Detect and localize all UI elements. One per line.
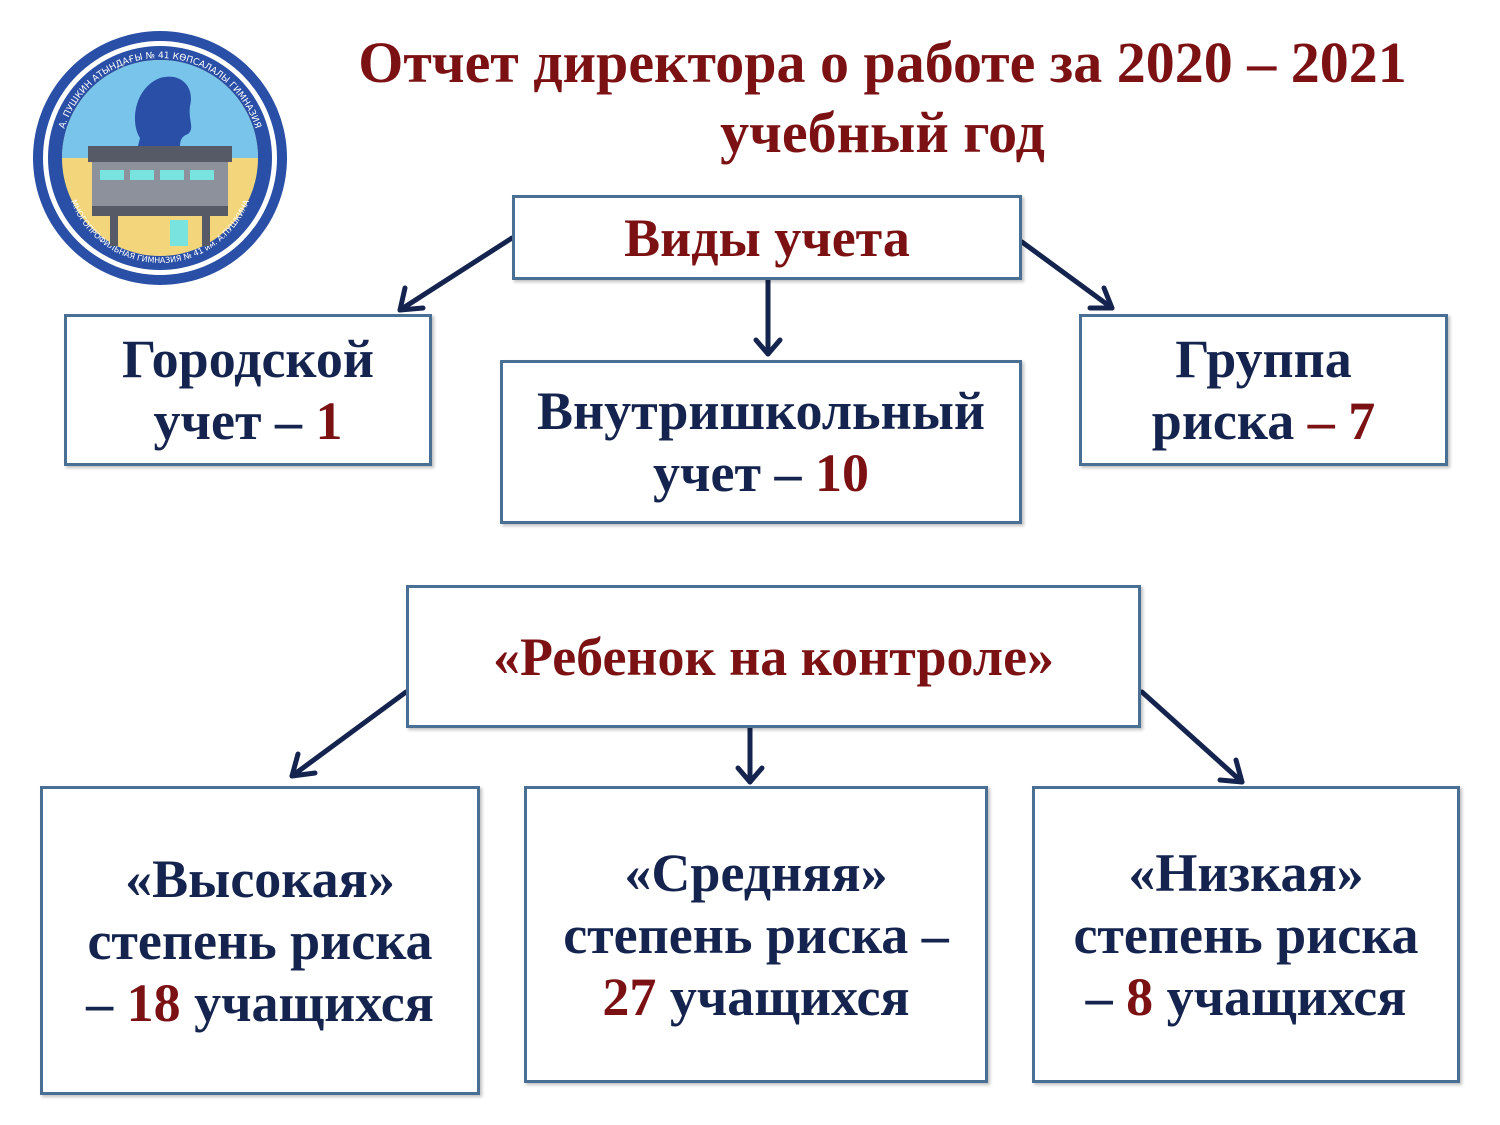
arrow-to-high bbox=[289, 689, 409, 779]
medium-post: учащихся bbox=[656, 966, 910, 1027]
low-line2: степень риска bbox=[1073, 904, 1419, 965]
low-line1: «Низкая» bbox=[1128, 842, 1364, 903]
school-account-box: Внутришкольный учет – 10 bbox=[500, 360, 1022, 524]
city-line1: Городской bbox=[122, 329, 374, 389]
high-line2: степень риска bbox=[87, 910, 433, 971]
low-count: 8 bbox=[1126, 966, 1154, 1027]
medium-count: 27 bbox=[602, 966, 657, 1027]
school-line1: Внутришкольный bbox=[537, 381, 985, 441]
high-post: учащихся bbox=[180, 972, 434, 1033]
medium-risk-box: «Средняя» степень риска – 27 учащихся bbox=[524, 786, 988, 1083]
low-risk-box: «Низкая» степень риска – 8 учащихся bbox=[1032, 786, 1460, 1083]
city-count: 1 bbox=[315, 391, 343, 451]
city-account-box: Городской учет – 1 bbox=[64, 314, 432, 466]
arrow-to-low bbox=[1139, 689, 1245, 785]
types-root-label: Виды учета bbox=[624, 207, 910, 268]
school-line2: учет – bbox=[653, 443, 815, 503]
medium-line2: степень риска – bbox=[563, 904, 949, 965]
low-pre: – bbox=[1085, 966, 1127, 1027]
risk-line2: риска bbox=[1151, 391, 1308, 451]
risk-line1: Группа bbox=[1175, 329, 1352, 389]
low-post: учащихся bbox=[1153, 966, 1407, 1027]
city-line2: учет – bbox=[153, 391, 316, 451]
school-count: 10 bbox=[814, 443, 869, 503]
gymnasium-emblem-logo: А. ПУШКИН АТЫНДАҒЫ № 41 КӨПСАЛАЛЫ ГИМНАЗ… bbox=[33, 31, 287, 285]
high-line1: «Высокая» bbox=[125, 848, 395, 909]
control-root-label: «Ребенок на контроле» bbox=[492, 626, 1055, 687]
risk-group-box: Группа риска – 7 bbox=[1079, 314, 1448, 466]
arrow-to-city bbox=[397, 235, 515, 313]
high-pre: – bbox=[86, 972, 127, 1033]
control-root-box: «Ребенок на контроле» bbox=[406, 585, 1141, 728]
types-root-box: Виды учета bbox=[512, 195, 1022, 280]
arrow-to-risk bbox=[1019, 239, 1115, 311]
risk-count: – 7 bbox=[1307, 391, 1376, 451]
high-count: 18 bbox=[126, 972, 181, 1033]
medium-line1: «Средняя» bbox=[624, 842, 888, 903]
page-title: Отчет директора о работе за 2020 – 2021 … bbox=[358, 30, 1407, 165]
high-risk-box: «Высокая» степень риска – 18 учащихся bbox=[40, 786, 480, 1095]
